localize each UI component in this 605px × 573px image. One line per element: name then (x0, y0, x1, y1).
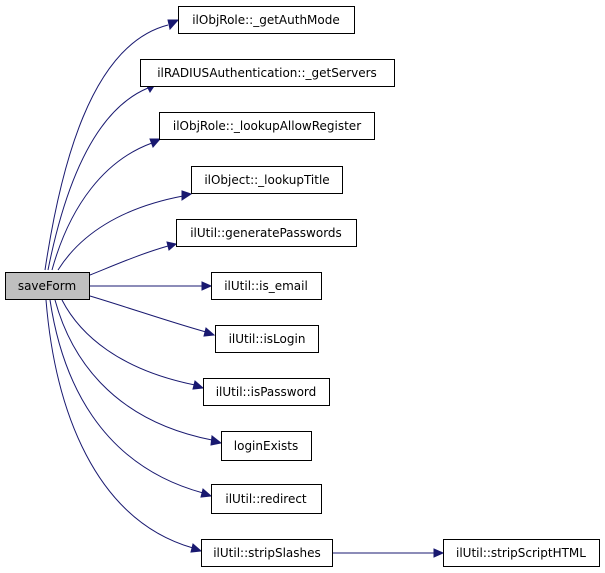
edge-saveform-generatepasswords (89, 245, 169, 276)
node-label-redirect: ilUtil::redirect (225, 492, 307, 506)
node-label-stripscripthtml: ilUtil::stripScriptHTML (456, 546, 586, 560)
arrowhead-stripslashes (190, 543, 203, 553)
node-box-lookupallowregister (159, 112, 375, 140)
arrowhead-lookupallowregister (149, 138, 162, 148)
arrowhead-loginexists (210, 435, 223, 446)
node-lookuptitle[interactable]: ilObject::_lookupTitle (191, 166, 343, 194)
node-label-getauthmode: ilObjRole::_getAuthMode (192, 13, 340, 27)
node-generatepasswords[interactable]: ilUtil::generatePasswords (176, 219, 357, 247)
node-label-is-email: ilUtil::is_email (224, 279, 308, 293)
arrowhead-ispassword (192, 380, 205, 390)
edge-saveform-redirect (49, 299, 204, 494)
node-box-getauthmode (178, 6, 355, 34)
node-stripslashes[interactable]: ilUtil::stripSlashes (201, 539, 333, 567)
node-box-is-email (211, 272, 322, 300)
edge-saveform-loginexists (54, 299, 213, 441)
edge-saveform-lookuptitle (57, 195, 184, 271)
node-islogin[interactable]: ilUtil::isLogin (215, 325, 319, 353)
node-stripscripthtml[interactable]: ilUtil::stripScriptHTML (443, 539, 600, 567)
node-getservers[interactable]: ilRADIUSAuthentication::_getServers (140, 59, 395, 87)
node-label-stripslashes: ilUtil::stripSlashes (213, 546, 321, 560)
edge-saveform-lookupallowregister (51, 142, 153, 271)
arrowhead-islogin (203, 327, 216, 337)
edge-saveform-getservers (47, 87, 149, 271)
node-label-lookupallowregister: ilObjRole::_lookupAllowRegister (173, 119, 361, 133)
node-saveform[interactable]: saveForm (5, 272, 90, 300)
node-label-ispassword: ilUtil::isPassword (216, 385, 317, 399)
edge-saveform-ispassword (61, 299, 196, 386)
node-lookupallowregister[interactable]: ilObjRole::_lookupAllowRegister (159, 112, 375, 140)
node-box-islogin (215, 325, 319, 353)
node-box-getservers (140, 59, 395, 87)
node-ispassword[interactable]: ilUtil::isPassword (203, 378, 330, 406)
node-is-email[interactable]: ilUtil::is_email (211, 272, 322, 300)
node-label-islogin: ilUtil::isLogin (229, 332, 306, 346)
arrowhead-is-email (201, 281, 213, 291)
node-box-lookuptitle (191, 166, 343, 194)
node-label-loginexists: loginExists (234, 439, 298, 453)
edge-saveform-islogin (89, 295, 207, 333)
node-label-getservers: ilRADIUSAuthentication::_getServers (157, 66, 377, 80)
node-box-stripscripthtml (443, 539, 600, 567)
arrowhead-generatepasswords (166, 241, 178, 251)
node-box-ispassword (203, 378, 330, 406)
node-box-stripslashes (201, 539, 333, 567)
arrowhead-redirect (200, 488, 213, 498)
node-box-saveform (5, 272, 90, 300)
arrowhead-stripscripthtml (433, 548, 445, 558)
node-label-generatepasswords: ilUtil::generatePasswords (190, 226, 342, 240)
node-box-loginexists (221, 431, 312, 461)
edge-saveform-stripslashes (45, 299, 194, 549)
node-loginexists[interactable]: loginExists (221, 431, 312, 461)
node-getauthmode[interactable]: ilObjRole::_getAuthMode (178, 6, 355, 34)
node-label-lookuptitle: ilObject::_lookupTitle (204, 173, 329, 187)
edge-saveform-getauthmode (44, 24, 169, 271)
arrowhead-lookuptitle (181, 190, 193, 201)
node-label-saveform: saveForm (18, 279, 76, 293)
node-box-generatepasswords (176, 219, 357, 247)
node-box-redirect (211, 484, 322, 514)
arrowhead-getauthmode (167, 19, 180, 31)
node-redirect[interactable]: ilUtil::redirect (211, 484, 322, 514)
